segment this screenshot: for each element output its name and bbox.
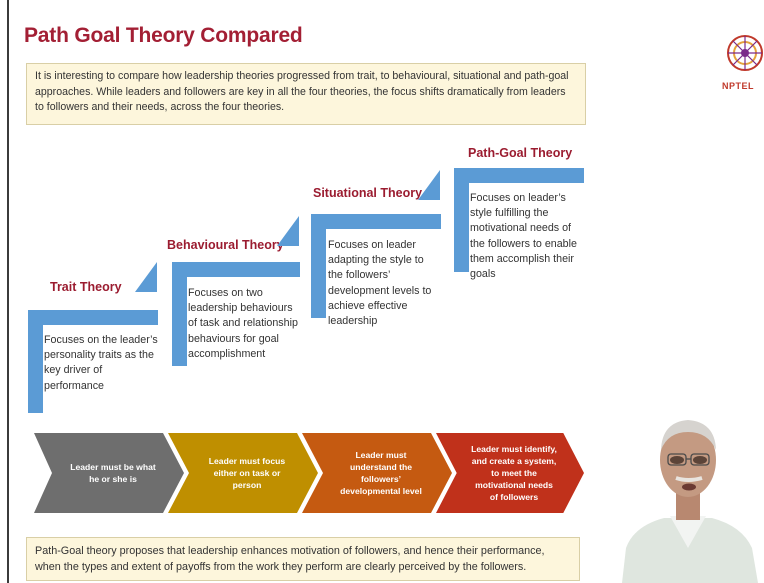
stair-bar-3 (311, 214, 441, 229)
chevron-arrow-4: Leader must identify, and create a syste… (436, 433, 584, 513)
stair-bar-2 (172, 262, 300, 277)
stair-post-1 (28, 310, 43, 413)
slide-title: Path Goal Theory Compared (24, 24, 303, 47)
stair-triangle-3 (418, 170, 440, 200)
chevron-arrow-1-text: Leader must be what he or she is (70, 462, 156, 484)
stage-desc-behavioural: Focuses on two leadership behaviours of … (188, 287, 298, 360)
chevron-arrow-2: Leader must focus either on task or pers… (168, 433, 318, 513)
stair-post-4 (454, 168, 469, 272)
stair-triangle-2 (277, 216, 299, 246)
presenter-video (612, 398, 764, 583)
chevron-arrow-3-text: Leader must understand the followers’ de… (340, 450, 422, 496)
stair-bar-4 (454, 168, 584, 183)
logo-label: NPTEL (722, 81, 755, 91)
stair-post-2 (172, 262, 187, 366)
stage-desc-trait: Focuses on the leader’s personality trai… (44, 334, 158, 392)
stage-title-trait: Trait Theory (50, 280, 122, 294)
chevron-arrow-3: Leader must understand the followers’ de… (302, 433, 452, 513)
stage-desc-path-goal: Focuses on leader’s style fulfilling the… (470, 192, 577, 281)
stair-post-3 (311, 214, 326, 318)
chevron-arrow-2-text: Leader must focus either on task or pers… (208, 456, 286, 490)
stage-desc-situational: Focuses on leader adapting the style to … (328, 239, 432, 328)
stage-title-path-goal: Path-Goal Theory (468, 146, 573, 160)
stair-triangle-1 (135, 262, 157, 292)
slide-left-border (7, 0, 9, 583)
nptel-wheel-icon (727, 35, 763, 71)
conclusion-box: Path-Goal theory proposes that leadershi… (26, 537, 580, 581)
stage-title-situational: Situational Theory (313, 186, 423, 200)
chevron-arrow-4-text: Leader must identify, and create a syste… (471, 444, 557, 502)
intro-box: It is interesting to compare how leaders… (26, 63, 586, 125)
chevron-arrow-1: Leader must be what he or she is (34, 433, 184, 513)
stage-title-behavioural: Behavioural Theory (167, 238, 284, 252)
stair-bar-1 (28, 310, 158, 325)
